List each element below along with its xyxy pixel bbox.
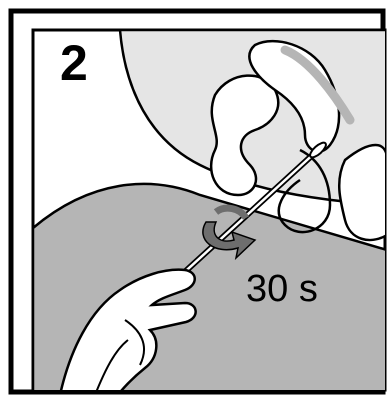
duration-label: 30 s xyxy=(246,270,318,308)
step-number: 2 xyxy=(60,38,88,88)
anatomy-outline-rectum xyxy=(339,145,387,240)
